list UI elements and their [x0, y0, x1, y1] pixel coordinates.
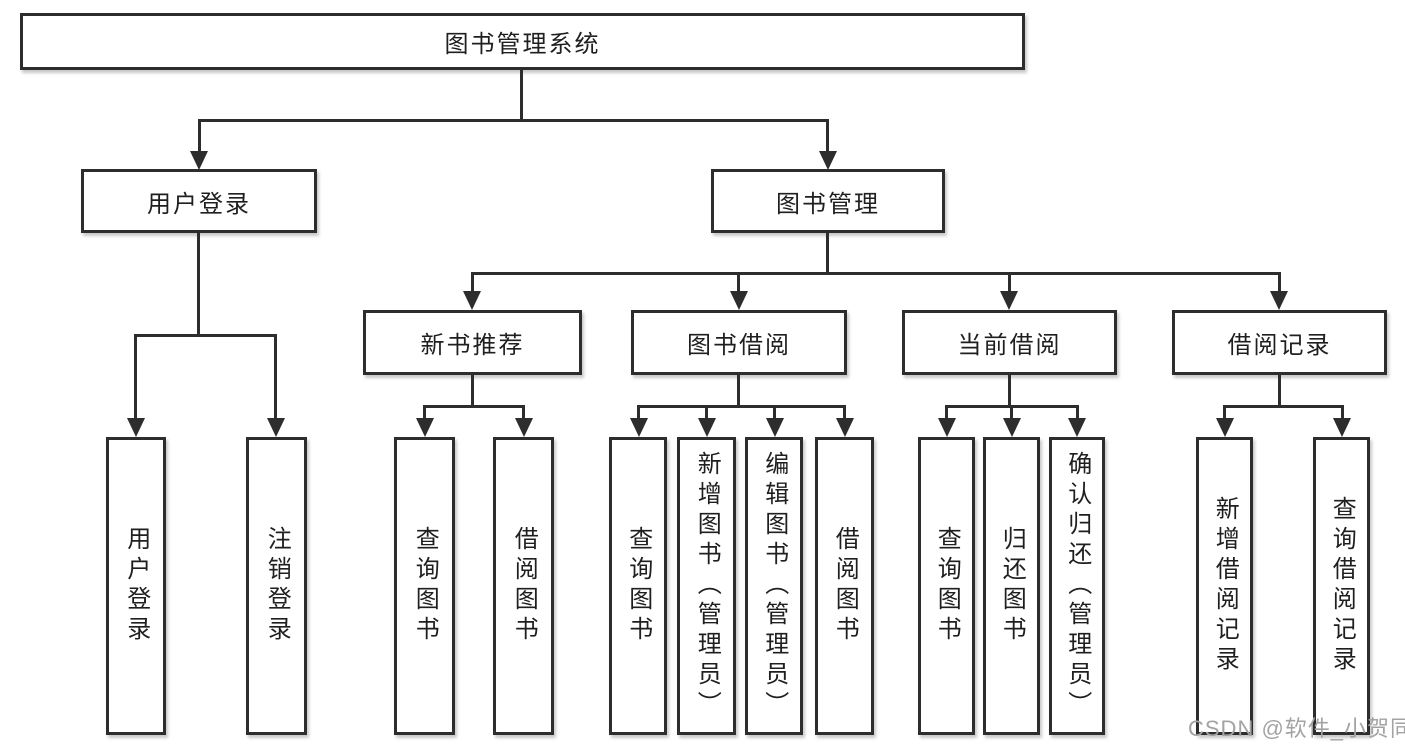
connector-arrow-current-borrow-stem	[1008, 272, 1011, 293]
connector-arrow-leaf9-stem	[945, 405, 948, 421]
connector-book-mgmt-rail	[471, 272, 1281, 275]
connector-root-rail	[199, 119, 829, 122]
leaf-add-books-admin-label: 新增图书（管理员）	[693, 451, 721, 721]
leaf-query-books-new: 查询图书	[394, 437, 455, 735]
leaf-return-books: 归还图书	[983, 437, 1040, 735]
connector-arrow-book-borrow-stem	[737, 272, 740, 293]
arrowhead-leaf8	[836, 418, 854, 437]
leaf-borrow-books-new: 借阅图书	[493, 437, 554, 735]
leaf-query-books-current: 查询图书	[918, 437, 975, 735]
arrowhead-new-books	[463, 291, 481, 310]
connector-book-mgmt-stem	[826, 233, 829, 274]
connector-arrow-leaf1-stem	[134, 334, 137, 420]
connector-current-borrow-stem	[1008, 375, 1011, 408]
connector-user-login-stem	[197, 233, 200, 336]
connector-borrow-records-rail	[1223, 405, 1343, 408]
arrowhead-leaf13	[1333, 418, 1351, 437]
node-new-books-label: 新书推荐	[420, 332, 525, 359]
leaf-query-books-current-label: 查询图书	[933, 526, 961, 646]
node-borrow-records: 借阅记录	[1172, 310, 1387, 375]
arrowhead-leaf5	[630, 418, 648, 437]
connector-book-borrow-stem	[737, 375, 740, 408]
arrowhead-leaf4	[515, 418, 533, 437]
connector-arrow-leaf8-stem	[843, 405, 846, 421]
node-user-login-label: 用户登录	[147, 190, 251, 218]
connector-arrow-leaf10-stem	[1010, 405, 1013, 421]
node-current-borrow-label: 当前借阅	[957, 332, 1062, 359]
arrowhead-user-login	[190, 151, 208, 170]
leaf-return-books-label: 归还图书	[998, 526, 1026, 646]
leaf-confirm-return-admin-label: 确认归还（管理员）	[1063, 451, 1091, 721]
leaf-logout: 注销登录	[246, 437, 307, 735]
connector-arrow-leaf11-stem	[1076, 405, 1079, 421]
node-book-mgmt: 图书管理	[711, 169, 945, 233]
leaf-query-books-borrow-label: 查询图书	[624, 526, 652, 646]
connector-arrow-leaf6-stem	[705, 405, 708, 421]
arrowhead-leaf2	[267, 418, 285, 437]
arrowhead-leaf10	[1003, 418, 1021, 437]
node-current-borrow: 当前借阅	[902, 310, 1117, 375]
leaf-query-borrow-record: 查询借阅记录	[1313, 437, 1370, 735]
arrowhead-borrow-records	[1270, 291, 1288, 310]
node-user-login: 用户登录	[81, 169, 317, 233]
leaf-edit-books-admin-label: 编辑图书（管理员）	[760, 451, 788, 721]
connector-arrow-borrow-records-stem	[1278, 272, 1281, 293]
connector-arrow-new-books-stem	[471, 272, 474, 293]
connector-new-books-rail	[424, 405, 525, 408]
leaf-query-books-borrow: 查询图书	[609, 437, 667, 735]
node-borrow-records-label: 借阅记录	[1227, 332, 1332, 359]
node-root-label: 图书管理系统	[444, 31, 601, 58]
leaf-query-books-new-label: 查询图书	[411, 526, 439, 646]
node-book-borrow: 图书借阅	[631, 310, 847, 375]
node-root: 图书管理系统	[20, 13, 1025, 70]
leaf-logout-label: 注销登录	[263, 526, 291, 646]
connector-arrow-leaf3-stem	[423, 405, 426, 421]
arrowhead-book-mgmt	[819, 151, 837, 170]
leaf-user-login: 用户登录	[106, 437, 166, 735]
arrowhead-current-borrow	[1000, 291, 1018, 310]
leaf-add-borrow-record-label: 新增借阅记录	[1211, 496, 1239, 676]
arrowhead-leaf9	[938, 418, 956, 437]
leaf-confirm-return-admin: 确认归还（管理员）	[1049, 437, 1105, 735]
arrowhead-leaf1	[127, 418, 145, 437]
leaf-query-borrow-record-label: 查询借阅记录	[1328, 496, 1356, 676]
connector-arrow-book-mgmt-stem	[826, 119, 829, 153]
leaf-edit-books-admin: 编辑图书（管理员）	[745, 437, 803, 735]
leaf-add-borrow-record: 新增借阅记录	[1196, 437, 1253, 735]
arrowhead-leaf11	[1068, 418, 1086, 437]
connector-arrow-user-login-stem	[198, 119, 201, 153]
connector-book-borrow-rail	[637, 405, 846, 408]
connector-arrow-leaf13-stem	[1341, 405, 1344, 421]
leaf-borrow-books-new-label: 借阅图书	[510, 526, 538, 646]
connector-arrow-leaf4-stem	[522, 405, 525, 421]
leaf-borrow-books: 借阅图书	[815, 437, 874, 735]
node-book-borrow-label: 图书借阅	[687, 332, 791, 359]
connector-user-login-rail	[135, 334, 277, 337]
connector-arrow-leaf12-stem	[1223, 405, 1226, 421]
node-book-mgmt-label: 图书管理	[776, 190, 880, 218]
leaf-user-login-label: 用户登录	[122, 526, 150, 646]
connector-borrow-records-stem	[1278, 375, 1281, 408]
csdn-watermark: CSDN @软件_小贺同学	[1188, 716, 1405, 741]
connector-arrow-leaf5-stem	[637, 405, 640, 421]
connector-arrow-leaf2-stem	[274, 334, 277, 420]
arrowhead-leaf7	[766, 418, 784, 437]
connector-new-books-stem	[471, 375, 474, 408]
arrowhead-leaf12	[1216, 418, 1234, 437]
connector-arrow-leaf7-stem	[773, 405, 776, 421]
arrowhead-leaf3	[416, 418, 434, 437]
leaf-add-books-admin: 新增图书（管理员）	[677, 437, 736, 735]
node-new-books: 新书推荐	[363, 310, 582, 375]
arrowhead-leaf6	[698, 418, 716, 437]
leaf-borrow-books-label: 借阅图书	[831, 526, 859, 646]
arrowhead-book-borrow	[730, 291, 748, 310]
connector-root-stem	[520, 70, 523, 120]
